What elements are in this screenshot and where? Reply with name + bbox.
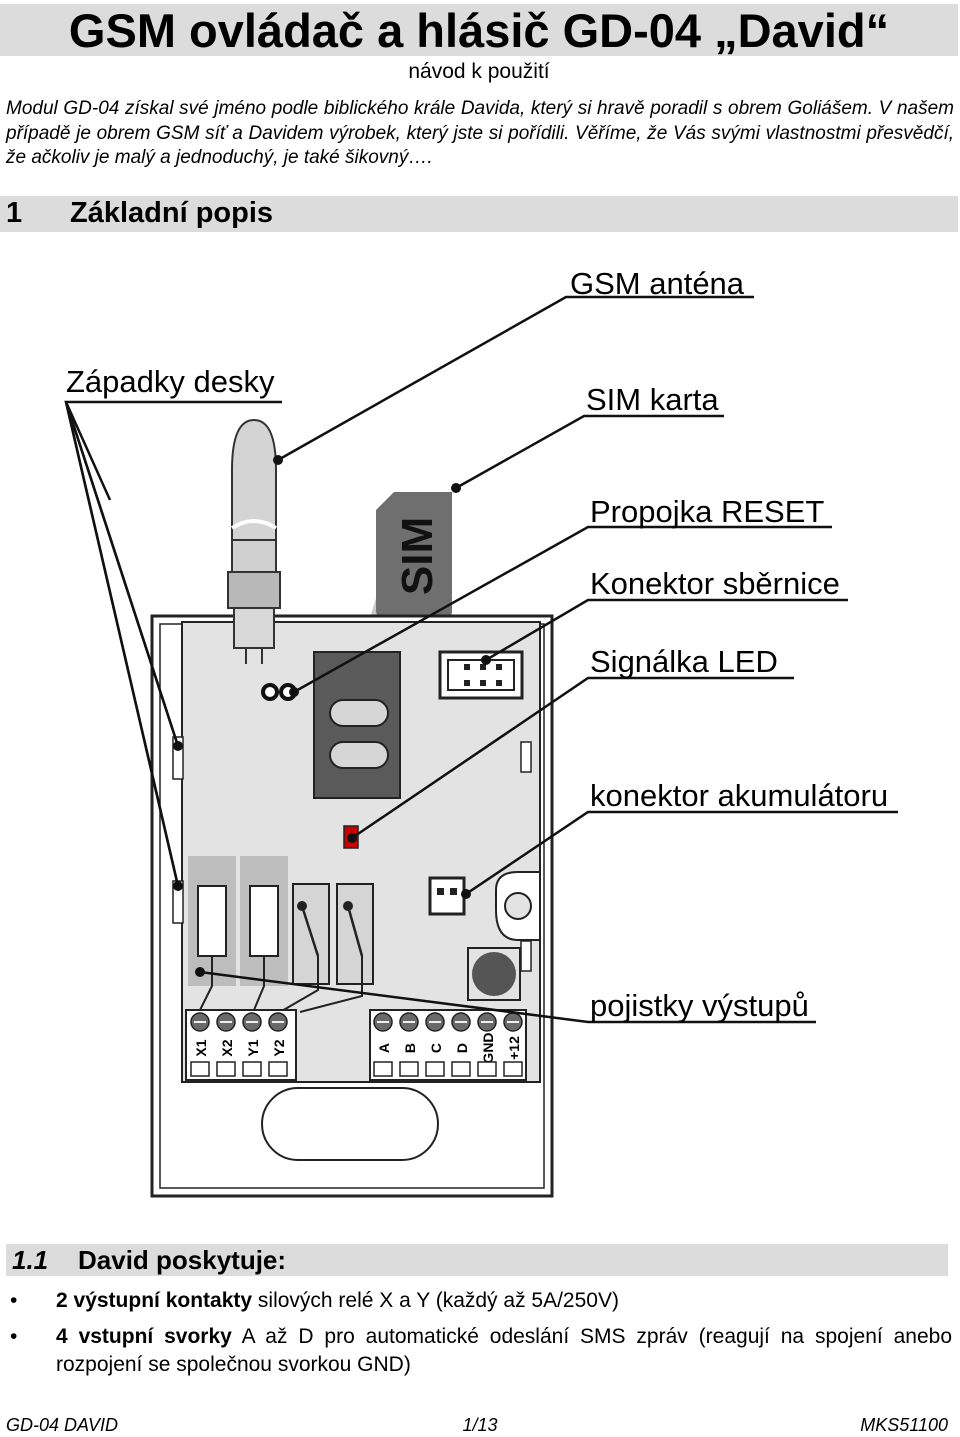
reset-jumper-pad-1: [261, 683, 279, 701]
footer-page-number: 1/13: [462, 1415, 498, 1435]
label-reset-jumper: Propojka RESET: [590, 494, 824, 529]
bullet-icon: •: [10, 1289, 18, 1312]
battery-connector: [428, 876, 466, 916]
terminal-wire-slot: [216, 1061, 236, 1077]
terminal-wire-slot: [503, 1061, 523, 1077]
list-item: • 4 vstupní svorky A až D pro automatick…: [10, 1323, 952, 1379]
terminal-label: B: [402, 1043, 418, 1053]
document-subtitle: návod k použití: [408, 60, 550, 83]
list-item-bold: 2 výstupní kontakty: [56, 1289, 253, 1312]
subsection-band: [6, 1244, 948, 1276]
latch-right-top: [520, 741, 532, 773]
antenna-nut: [227, 571, 281, 609]
terminal-label: Y2: [271, 1039, 287, 1056]
antenna-base: [231, 539, 277, 573]
list-item-text: silových relé X a Y (každý až 5A/250V): [252, 1289, 619, 1312]
subsection-number: 1.1: [12, 1245, 49, 1275]
leader-lines: [64, 295, 898, 1024]
terminal-label: X2: [219, 1039, 235, 1056]
sim-contact-1: [329, 699, 389, 727]
bus-connector-pins: [464, 664, 502, 686]
terminal-wire-slot: [399, 1061, 419, 1077]
latch-right-bottom: [520, 940, 532, 972]
fuse-y: [249, 885, 279, 957]
label-gsm-antenna: GSM anténa: [570, 266, 745, 301]
section-number: 1: [6, 197, 23, 229]
label-battery-connector: konektor akumulátoru: [590, 778, 888, 813]
terminal-wire-slot: [477, 1061, 497, 1077]
title-band: [0, 4, 958, 56]
buzzer: [472, 952, 516, 996]
mounting-hole: [504, 892, 532, 920]
terminal-label: +12: [506, 1036, 522, 1060]
label-board-latches: Západky desky: [66, 364, 275, 399]
label-bus-connector: Konektor sběrnice: [590, 566, 840, 601]
section-band: [0, 196, 958, 232]
list-item-text: A až D pro automatické odeslání SMS zprá…: [56, 1325, 952, 1376]
terminal-wire-slot: [268, 1061, 288, 1077]
list-item: • 2 výstupní kontakty silových relé X a …: [10, 1287, 952, 1315]
sim-card: [376, 492, 452, 618]
footer-left: GD-04 DAVID: [6, 1415, 119, 1435]
terminal-wire-slot: [425, 1061, 445, 1077]
terminal-block-right: [369, 1009, 527, 1081]
terminal-label: C: [428, 1043, 444, 1053]
terminal-label: GND: [480, 1032, 496, 1063]
bullet-icon: •: [10, 1325, 18, 1348]
list-item-bold: 4 vstupní svorky: [56, 1325, 232, 1348]
antenna-ring: [230, 519, 278, 530]
terminal-wire-slot: [373, 1061, 393, 1077]
antenna-body: [231, 418, 277, 541]
subsection-title: David poskytuje:: [78, 1245, 287, 1275]
terminal-label: A: [376, 1043, 392, 1053]
intro-paragraph: Modul GD-04 získal své jméno podle bibli…: [6, 98, 954, 168]
label-sim-card: SIM karta: [586, 382, 719, 417]
terminal-label: D: [454, 1043, 470, 1053]
terminal-wire-slot: [242, 1061, 262, 1077]
label-signal-led: Signálka LED: [590, 644, 778, 679]
fuse-x: [197, 885, 227, 957]
label-output-fuses: pojistky výstupů: [590, 988, 809, 1023]
terminal-label: Y1: [245, 1039, 261, 1056]
latch-left-top: [172, 736, 184, 780]
leader-dots: [173, 455, 491, 977]
document-title: GSM ovládač a hlásič GD-04 „David“: [68, 4, 890, 57]
sim-contact-2: [329, 741, 389, 769]
terminal-label: X1: [193, 1039, 209, 1056]
battery-window: [261, 1087, 439, 1161]
terminal-wire-slot: [451, 1061, 471, 1077]
terminal-wire-slot: [190, 1061, 210, 1077]
footer-right: MKS51100: [860, 1415, 948, 1435]
sim-card-text: SIM: [393, 517, 442, 595]
section-title: Základní popis: [70, 197, 274, 229]
antenna-connector: [233, 607, 275, 649]
device-diagram: SIM X: [64, 266, 898, 1198]
